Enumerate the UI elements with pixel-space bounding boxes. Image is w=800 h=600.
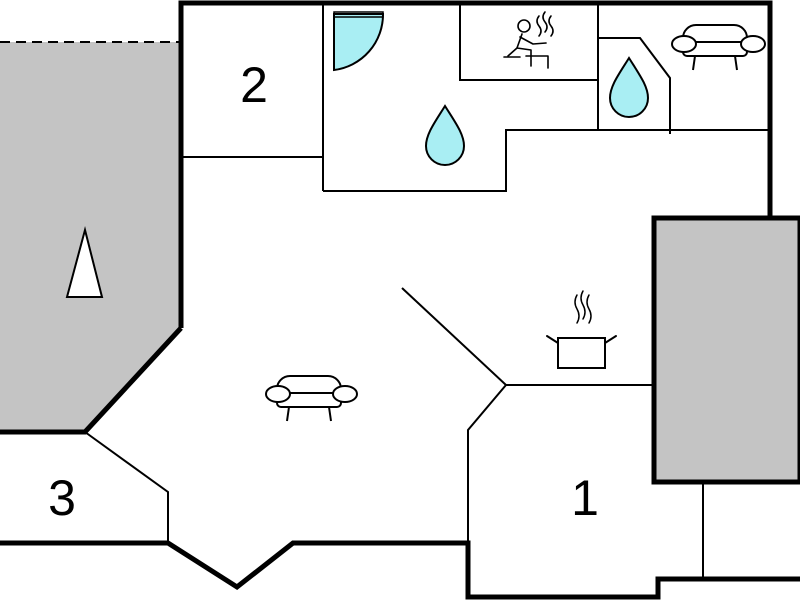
water-drop-icon xyxy=(424,104,466,166)
room-number-label: 1 xyxy=(571,470,599,526)
room-number-label: 3 xyxy=(48,470,76,526)
water-drop-icon xyxy=(608,56,650,118)
interior-walls xyxy=(84,3,770,579)
terrace-left xyxy=(0,41,181,432)
sofa-icon xyxy=(265,375,358,422)
sauna-icon xyxy=(503,11,554,69)
room-number-label: 2 xyxy=(240,57,268,113)
north-arrow-icon xyxy=(65,226,104,298)
cooking-pot-icon xyxy=(546,290,617,369)
shower-door-icon xyxy=(333,13,385,72)
terrace-right xyxy=(651,215,800,485)
sofa-icon xyxy=(671,24,766,71)
